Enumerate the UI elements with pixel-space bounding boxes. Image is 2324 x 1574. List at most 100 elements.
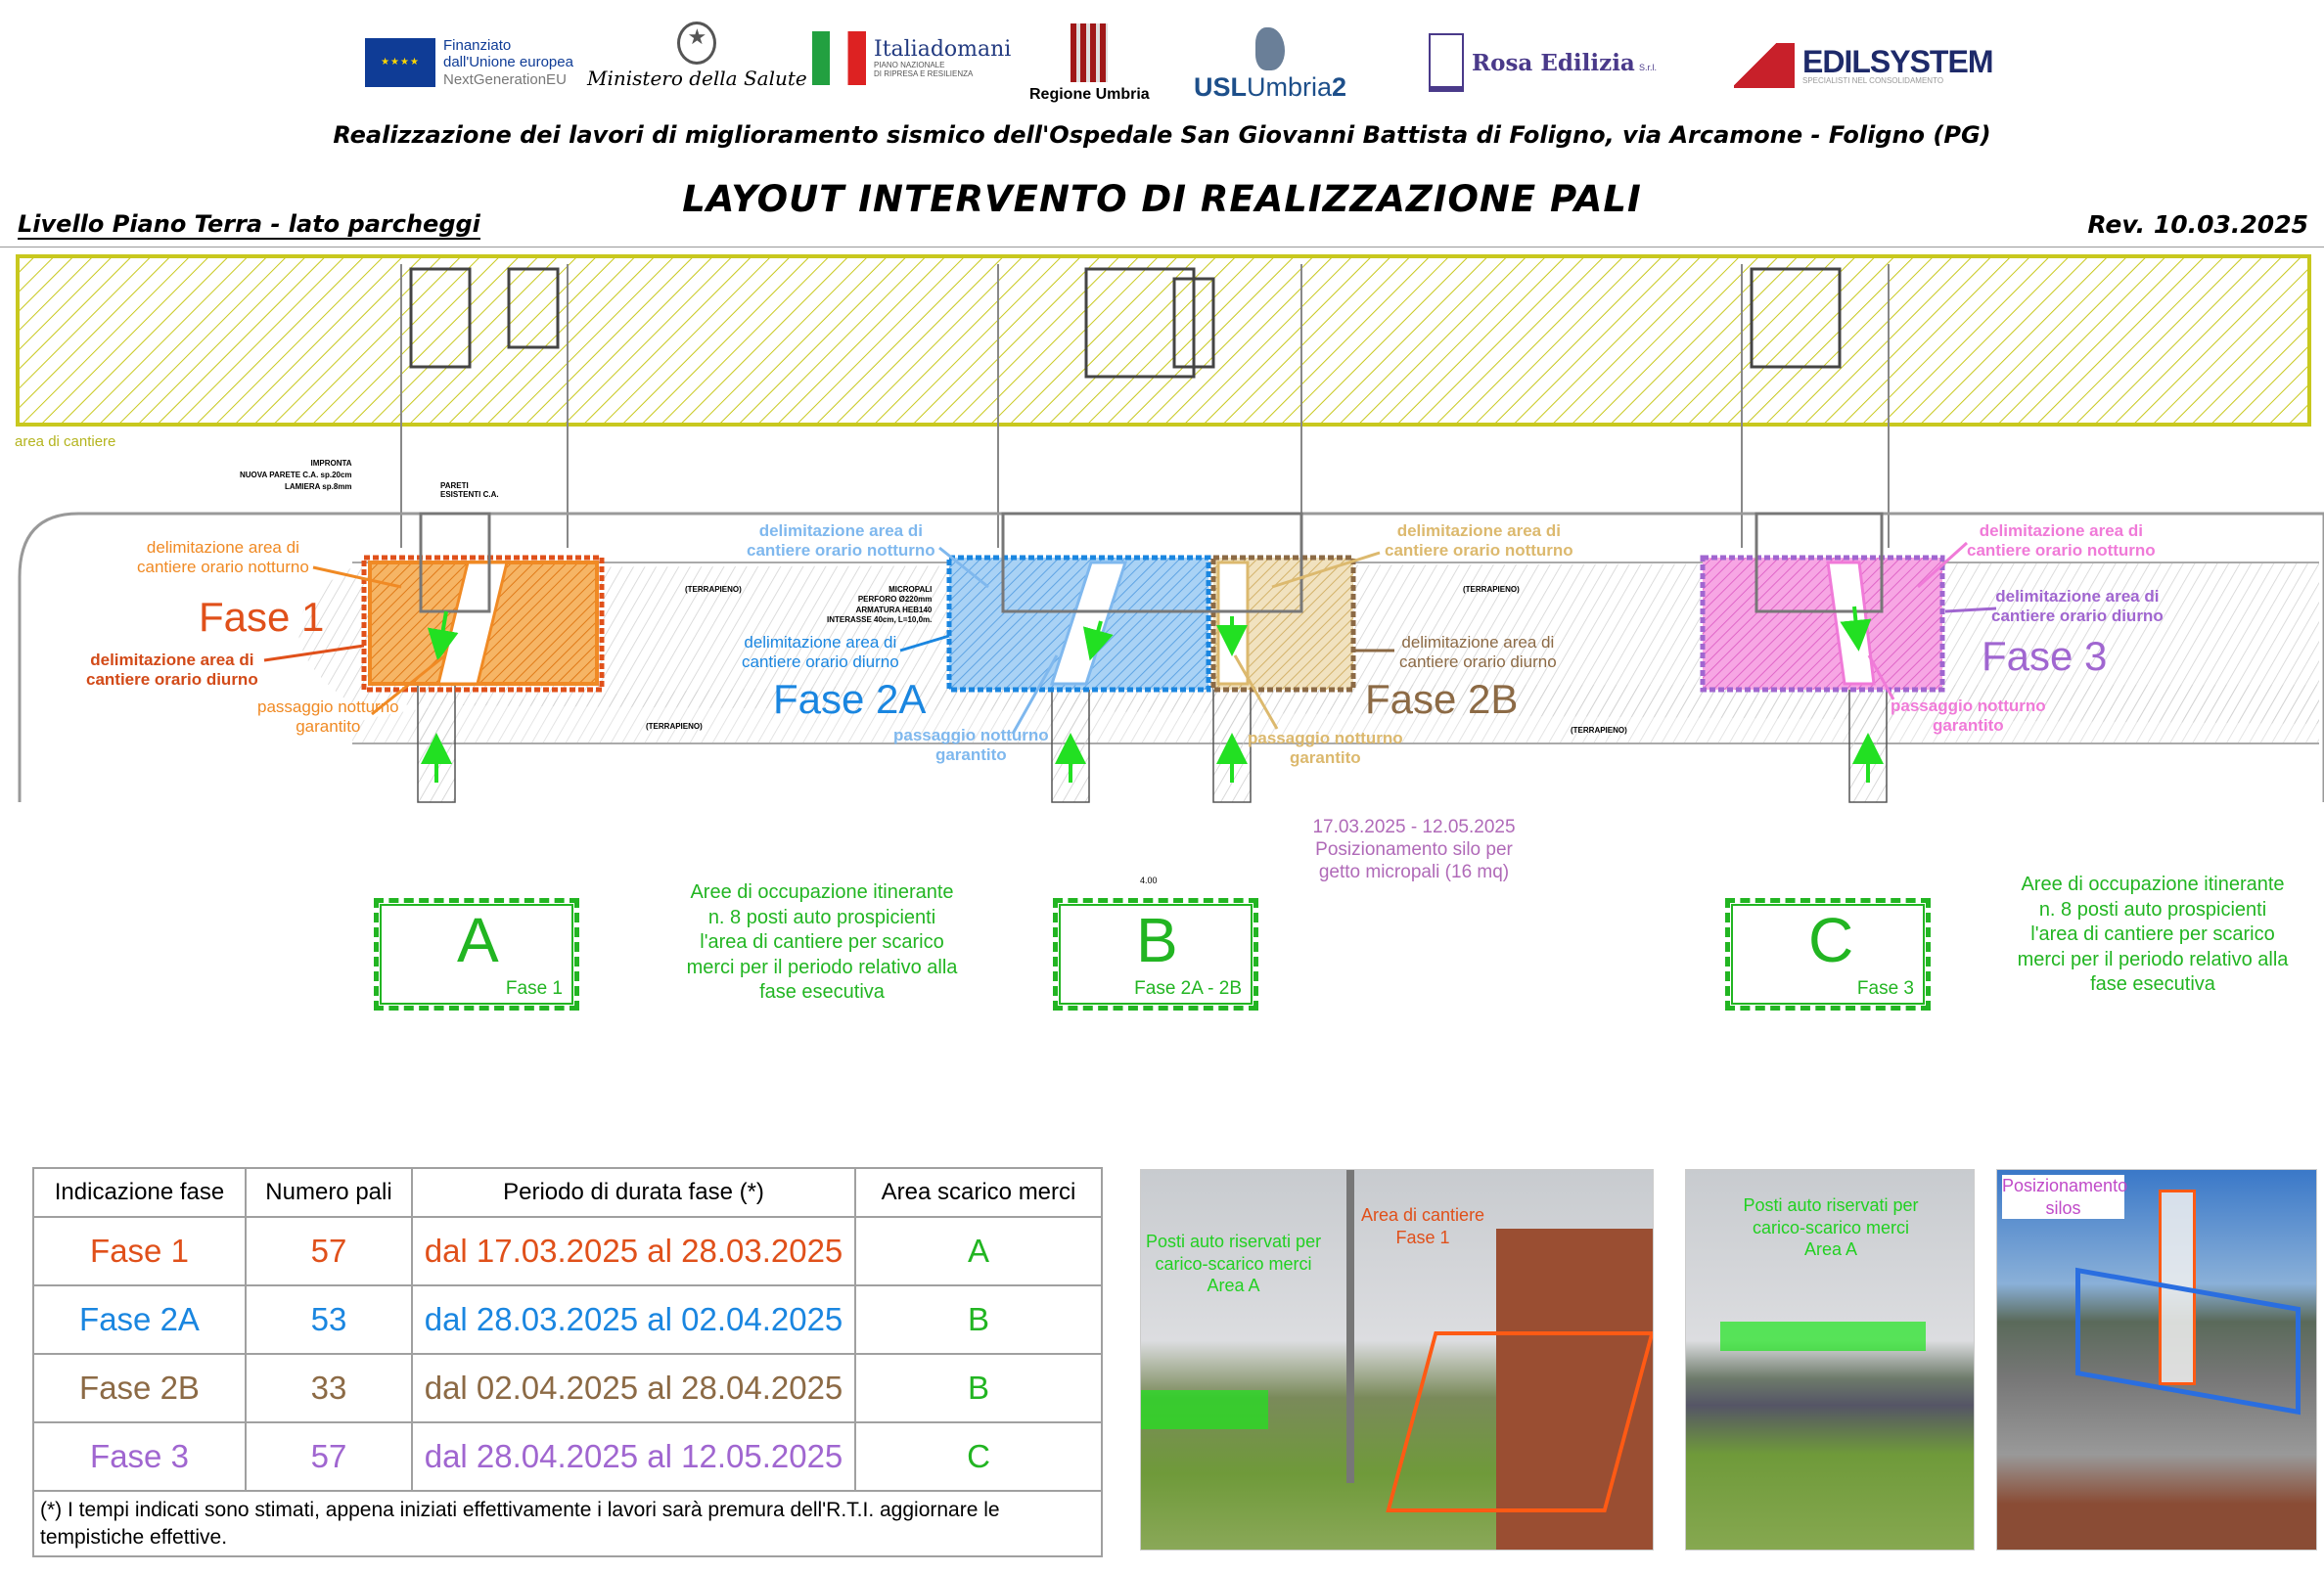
nuova-parete: NUOVA PARETE C.A. sp.20cm <box>240 471 352 479</box>
t: cantiere orario diurno <box>742 652 899 672</box>
cell-area: B <box>854 1284 1103 1355</box>
regione-umbria-logo: Regione Umbria <box>1029 23 1150 104</box>
cell-periodo: dal 02.04.2025 al 28.04.2025 <box>411 1353 856 1423</box>
level-label: Livello Piano Terra - lato parcheggi <box>18 210 480 240</box>
emblem-icon: ★ <box>677 22 717 65</box>
area-letter: C <box>1808 905 1854 975</box>
eu-line3: NextGenerationEU <box>443 70 567 88</box>
t: delimitazione area di <box>146 538 299 557</box>
t: l'area di cantiere per scarico <box>700 931 944 954</box>
phases-table: Indicazione fase Numero pali Periodo di … <box>32 1167 1103 1557</box>
edilsystem-sub: SPECIALISTI NEL CONSOLIDAMENTO <box>1802 76 1944 85</box>
area-letter: A <box>457 905 499 975</box>
t: merci per il periodo relativo alla <box>686 956 958 978</box>
area-phase: Fase 1 <box>505 978 563 1000</box>
area-phase: Fase 3 <box>1856 978 1914 1000</box>
terrapieno-label: (TERRAPIENO) <box>646 722 703 731</box>
rosa-suffix: S.r.l. <box>1639 62 1658 72</box>
ministero-logo: ★ Ministero della Salute <box>587 22 807 90</box>
cell-pali: 57 <box>245 1421 413 1492</box>
mp2: ARMATURA HEB140 <box>855 605 933 614</box>
t: garantito <box>934 745 1007 765</box>
t: n. 8 posti auto prospicienti <box>707 906 936 928</box>
italiadomani-sub2: DI RIPRESA E RESILIENZA <box>874 68 974 78</box>
t: getto micropali (16 mq) <box>1318 861 1510 882</box>
edilsystem-icon <box>1734 43 1795 88</box>
cell-fase: Fase 1 <box>32 1216 247 1286</box>
area-cantiere-label: area di cantiere <box>15 433 116 450</box>
usl-c: 2 <box>1332 72 1347 102</box>
terrapieno-label: (TERRAPIENO) <box>1463 585 1520 594</box>
t: Posti auto riservati per <box>1743 1195 1919 1215</box>
t: Posti auto riservati per <box>1146 1232 1322 1251</box>
col-header: Numero pali <box>245 1167 413 1218</box>
cell-periodo: dal 17.03.2025 al 28.03.2025 <box>411 1216 856 1286</box>
area-phase: Fase 2A - 2B <box>1134 978 1242 1000</box>
t: passaggio notturno <box>1248 729 1403 747</box>
terrapieno-label: (TERRAPIENO) <box>685 585 742 594</box>
t: cantiere orario diurno <box>1991 607 2164 626</box>
t: cantiere orario notturno <box>137 558 309 577</box>
mp3: INTERASSE 40cm, L=10,0m. <box>827 615 933 625</box>
t: delimitazione area di <box>744 633 897 652</box>
t: Aree di occupazione itinerante <box>690 881 954 903</box>
t: cantiere orario notturno <box>1385 541 1573 561</box>
mp1: PERFORO Ø220mm <box>857 595 933 605</box>
edilsystem-logo: EDILSYSTEM SPECIALISTI NEL CONSOLIDAMENT… <box>1734 43 1993 88</box>
area-letter: B <box>1136 905 1178 975</box>
t: cantiere orario diurno <box>86 670 258 690</box>
t: delimitazione area di <box>1396 521 1561 540</box>
t: Area di cantiere <box>1361 1205 1485 1225</box>
t: passaggio notturno <box>1891 697 2046 715</box>
t: Area A <box>1803 1239 1858 1259</box>
umbria-map-icon <box>1255 27 1286 70</box>
fase3-label: Fase 3 <box>1982 633 2108 679</box>
fase2b-label: Fase 2B <box>1365 676 1519 722</box>
page-title: LAYOUT INTERVENTO DI REALIZZAZIONE PALI <box>682 178 1642 220</box>
t: delimitazione area di <box>1401 633 1555 652</box>
t: Fase 1 <box>1395 1227 1450 1247</box>
t: delimitazione area di <box>758 521 923 540</box>
t: Posizionamento silo per <box>1315 838 1513 860</box>
t: delimitazione area di <box>1979 521 2143 540</box>
rosa-name: Rosa Edilizia <box>1472 49 1635 76</box>
regione-name: Regione Umbria <box>1029 86 1150 103</box>
cell-periodo: dal 28.04.2025 al 12.05.2025 <box>411 1421 856 1492</box>
impronta: IMPRONTA <box>310 459 352 468</box>
col-header: Periodo di durata fase (*) <box>411 1167 856 1218</box>
col-header: Area scarico merci <box>854 1167 1103 1218</box>
project-subtitle: Realizzazione dei lavori di migliorament… <box>333 121 1991 149</box>
lamiera: LAMIERA sp.8mm <box>284 482 352 491</box>
rosa-edilizia-logo: Rosa Edilizia S.r.l. <box>1429 33 1657 92</box>
cell-area: C <box>854 1421 1103 1492</box>
pareti-1: PARETI <box>440 481 469 490</box>
terrapieno-label: (TERRAPIENO) <box>1571 726 1627 735</box>
eu-line1: Finanziato <box>443 37 512 54</box>
revision-label: Rev. 10.03.2025 <box>2087 210 2308 239</box>
t: Aree di occupazione itinerante <box>2021 874 2285 895</box>
eu-logo: ★★★★ Finanziato dall'Unione europea Next… <box>365 37 573 88</box>
t: carico-scarico merci <box>1155 1253 1312 1274</box>
t: garantito <box>296 717 361 737</box>
t: fase esecutiva <box>2090 973 2215 996</box>
